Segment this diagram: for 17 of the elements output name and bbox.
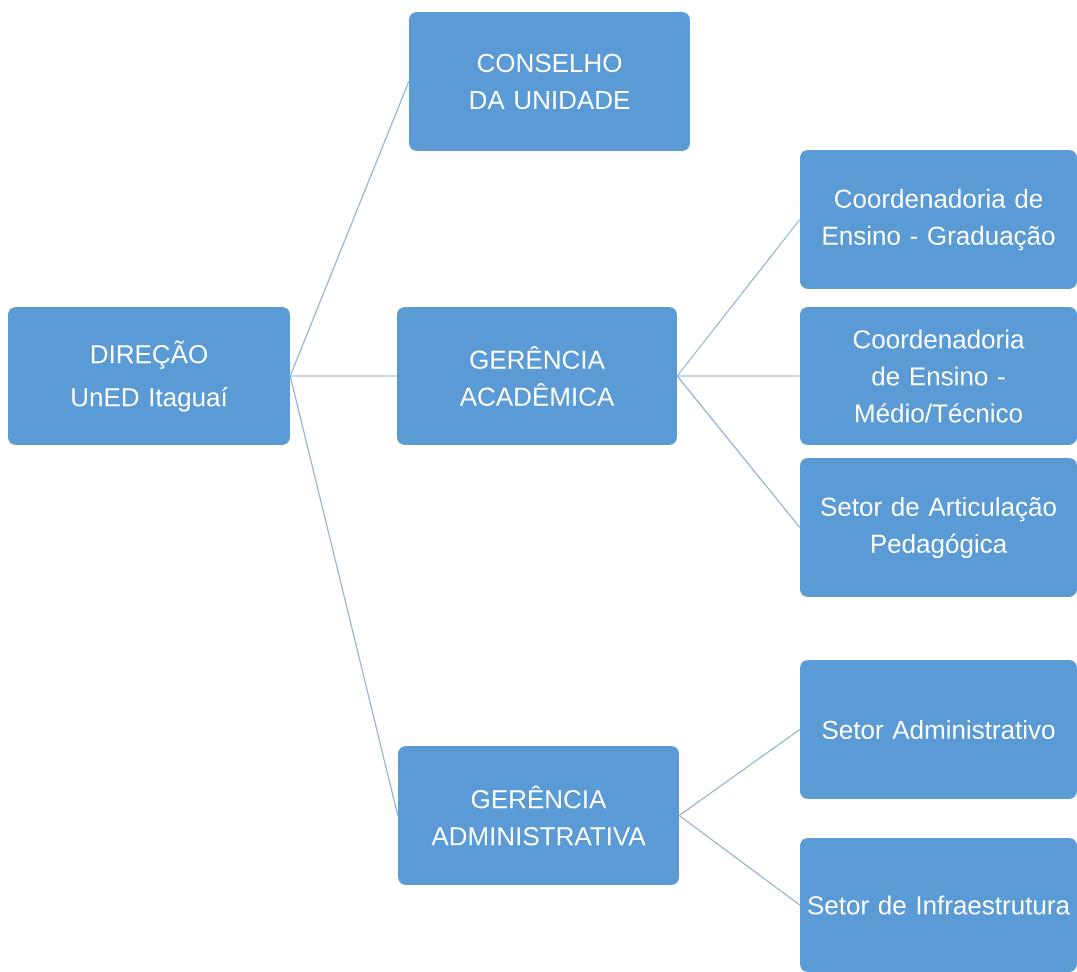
connector-line [678,728,801,817]
org-box: GERÊNCIA ACADÊMICA [397,307,677,445]
connector-line [676,218,801,377]
connector-line [676,375,801,529]
org-box: GERÊNCIA ADMINISTRATIVA [398,746,679,885]
org-box: CONSELHO DA UNIDADE [409,12,690,151]
org-box: Coordenadoria de Ensino - Médio/Técnico [800,307,1077,445]
org-box: Coordenadoria de Ensino - Graduação [800,150,1077,289]
org-box: Setor Administrativo [800,660,1077,799]
org-box: DIREÇÃO UnED Itaguaí [8,307,290,445]
connector-line [289,80,410,377]
connector-line [678,814,801,906]
connector-line [289,375,399,817]
connector-line [676,375,801,377]
org-box: Setor de Infraestrutura [800,838,1077,972]
org-box: Setor de Articulação Pedagógica [800,458,1077,597]
connector-line [289,375,398,377]
